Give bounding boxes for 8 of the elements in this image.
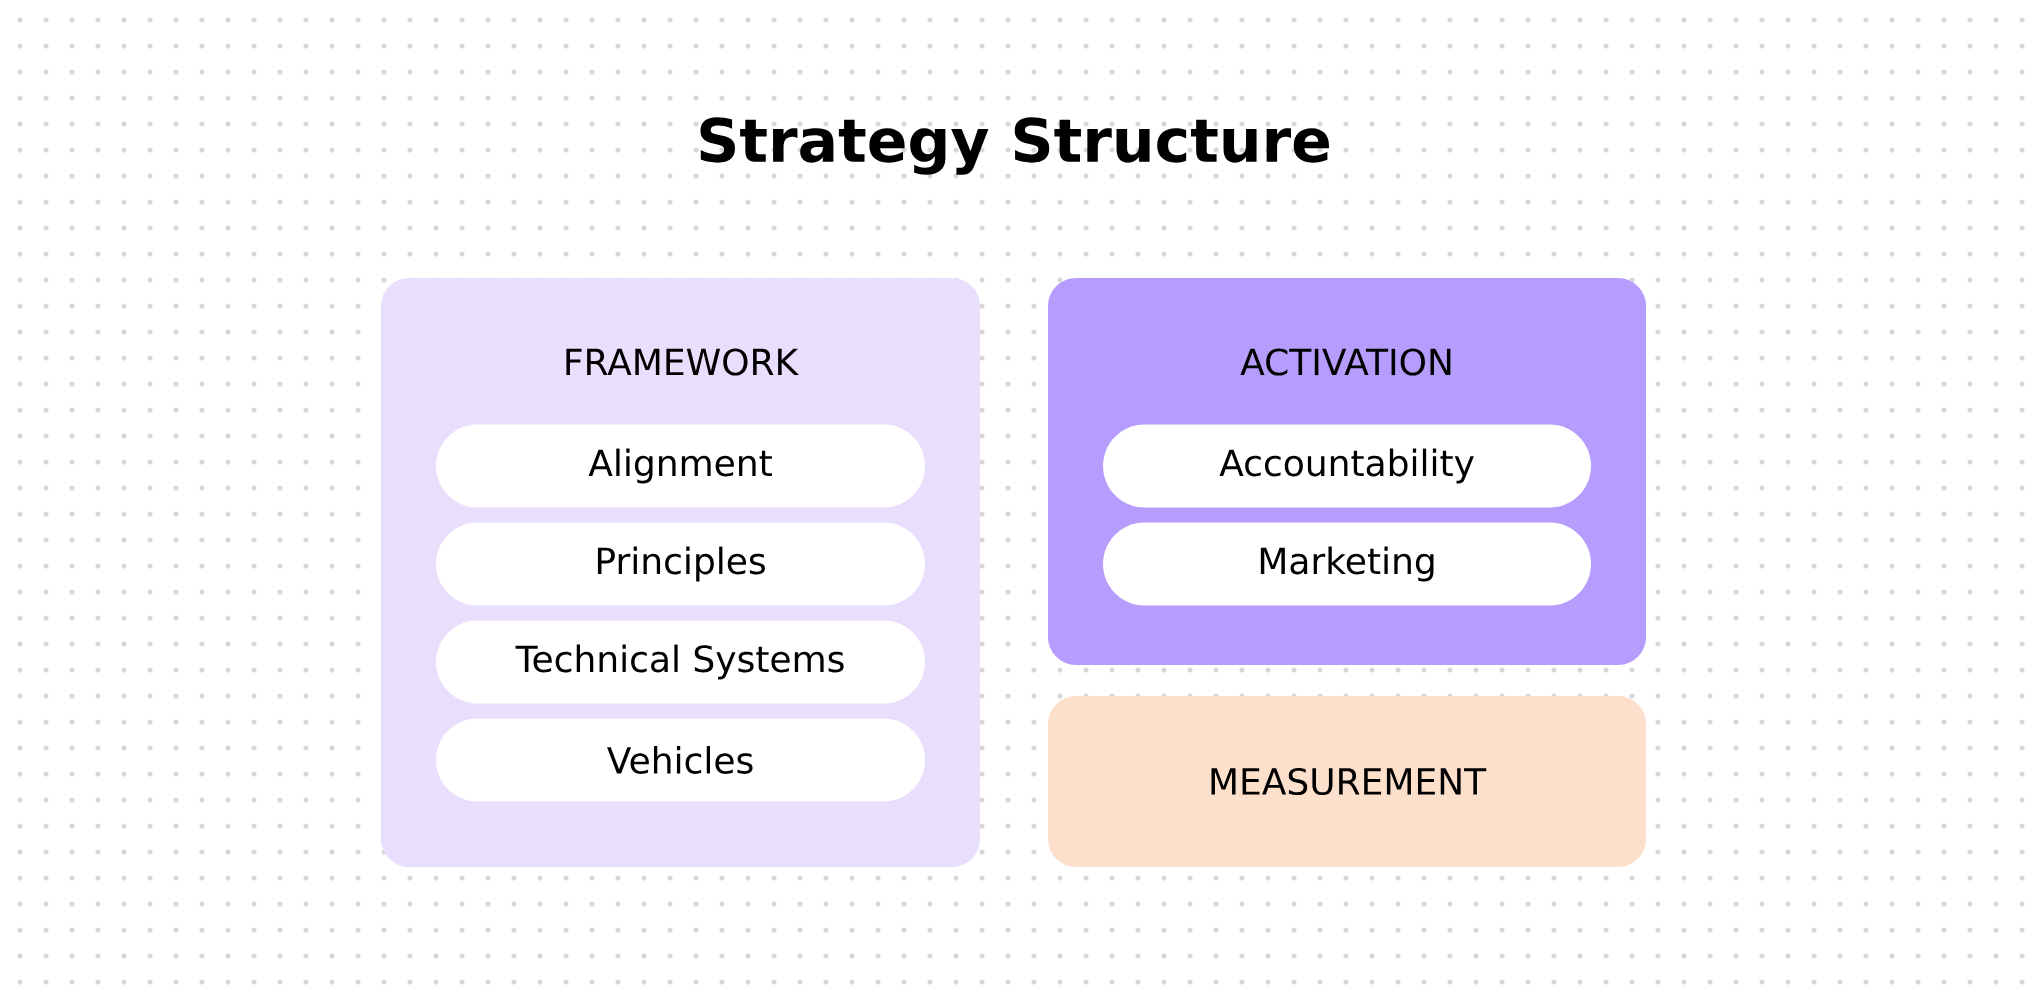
item-pill: Accountability xyxy=(1103,424,1591,508)
item-pill: Vehicles xyxy=(436,718,925,802)
item-pill: Marketing xyxy=(1103,522,1591,606)
title: Strategy Structure xyxy=(700,117,1329,175)
item-pill: Principles xyxy=(436,522,925,606)
section-panel: MEASUREMENT xyxy=(1048,696,1647,867)
item-pill: Technical Systems xyxy=(436,620,925,704)
item-pill: Alignment xyxy=(436,424,925,508)
